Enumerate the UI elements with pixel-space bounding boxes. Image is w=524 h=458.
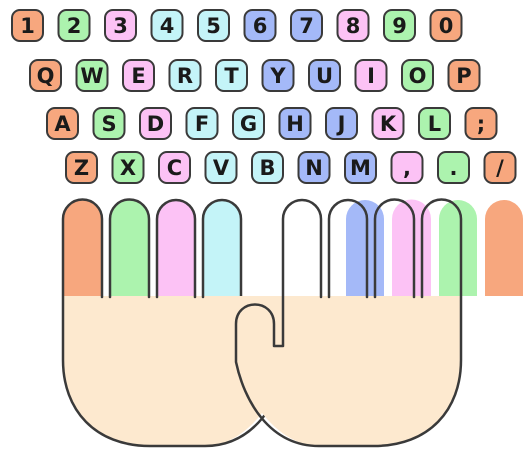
key-5: 5: [198, 10, 229, 41]
key-label: H: [286, 112, 304, 136]
key-label: 4: [160, 14, 175, 38]
key-y: Y: [263, 60, 294, 91]
key-1: 1: [12, 10, 43, 41]
keyboard: 1 2 3 4 5 6 7 8 9 0Q W E R T Y U I O P A S D F G H J K L; Z X C V B N M,. /: [12, 10, 516, 183]
key-h: H: [280, 108, 311, 139]
key-a: A: [47, 108, 78, 139]
key-7: 7: [291, 10, 322, 41]
key-label: S: [101, 112, 116, 136]
key-label: Q: [37, 64, 55, 88]
key-semicolon: ;: [466, 108, 497, 139]
key-8: 8: [338, 10, 369, 41]
key-label: J: [336, 112, 346, 136]
key-label: 2: [67, 14, 82, 38]
right-finger-index: [346, 200, 384, 296]
key-w: W: [77, 60, 108, 91]
left-finger-pinky: [63, 200, 102, 297]
key-label: 9: [392, 14, 407, 38]
left-finger-ring: [110, 200, 149, 297]
key-label: 7: [299, 14, 314, 38]
key-g: G: [233, 108, 264, 139]
key-slash: /: [485, 152, 516, 183]
hands: [63, 200, 523, 447]
key-label: 1: [20, 14, 35, 38]
key-3: 3: [105, 10, 136, 41]
key-k: K: [373, 108, 404, 139]
key-b: B: [252, 152, 283, 183]
key-n: N: [299, 152, 330, 183]
key-i: I: [356, 60, 387, 91]
key-label: 0: [439, 14, 454, 38]
key-j: J: [326, 108, 357, 139]
right-hand-shape: [238, 296, 461, 446]
key-label: T: [224, 64, 239, 88]
key-label: N: [305, 156, 323, 180]
key-label: X: [120, 156, 136, 180]
key-p: P: [449, 60, 480, 91]
key-0: 0: [431, 10, 462, 41]
key-label: A: [54, 112, 71, 136]
key-9: 9: [384, 10, 415, 41]
key-r: R: [170, 60, 201, 91]
key-label: 3: [113, 14, 128, 38]
key-label: V: [213, 156, 230, 180]
key-label: ,: [403, 156, 411, 180]
right-finger-middle: [392, 200, 431, 297]
key-label: .: [450, 156, 458, 180]
right-palm: [238, 296, 461, 446]
key-label: 8: [346, 14, 361, 38]
key-label: R: [177, 64, 193, 88]
key-q: Q: [30, 60, 61, 91]
key-label: D: [147, 112, 164, 136]
key-c: C: [159, 152, 190, 183]
key-label: M: [350, 156, 371, 180]
key-label: K: [380, 112, 397, 136]
key-v: V: [206, 152, 237, 183]
key-t: T: [216, 60, 247, 91]
key-4: 4: [152, 10, 183, 41]
key-e: E: [123, 60, 154, 91]
key-label: E: [131, 64, 145, 88]
right-finger-pinky: [485, 200, 523, 296]
key-label: L: [428, 112, 441, 136]
key-d: D: [140, 108, 171, 139]
key-label: Y: [269, 64, 286, 88]
key-row-4: Z X C V B N M,. /: [66, 152, 516, 183]
key-period: .: [438, 152, 469, 183]
key-o: O: [402, 60, 433, 91]
key-label: G: [240, 112, 257, 136]
key-label: O: [409, 64, 427, 88]
key-label: B: [259, 156, 275, 180]
key-label: F: [195, 112, 209, 136]
key-label: I: [367, 64, 375, 88]
key-label: 5: [206, 14, 221, 38]
key-label: C: [167, 156, 182, 180]
key-u: U: [309, 60, 340, 91]
key-s: S: [94, 108, 125, 139]
key-label: U: [316, 64, 333, 88]
left-finger-middle: [157, 200, 195, 296]
key-6: 6: [245, 10, 276, 41]
key-label: /: [496, 156, 504, 180]
key-f: F: [187, 108, 218, 139]
key-comma: ,: [392, 152, 423, 183]
key-label: Z: [74, 156, 89, 180]
key-2: 2: [59, 10, 90, 41]
key-label: ;: [477, 112, 485, 136]
key-label: 6: [253, 14, 268, 38]
key-l: L: [419, 108, 450, 139]
key-m: M: [345, 152, 376, 183]
left-finger-index: [203, 200, 241, 296]
key-label: W: [80, 64, 103, 88]
key-row-3: A S D F G H J K L;: [47, 108, 497, 139]
key-row-1: 1 2 3 4 5 6 7 8 9 0: [12, 10, 462, 41]
right-finger-ring: [439, 200, 477, 296]
key-label: P: [456, 64, 471, 88]
key-x: X: [113, 152, 144, 183]
right-hand: [236, 200, 523, 447]
key-z: Z: [66, 152, 97, 183]
